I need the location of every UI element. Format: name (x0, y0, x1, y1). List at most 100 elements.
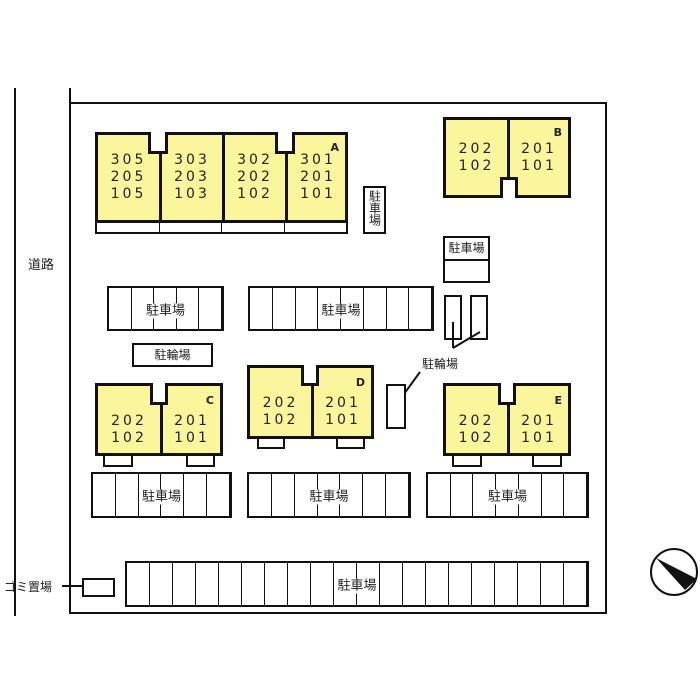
parking-slot[interactable] (428, 474, 451, 516)
bicycle-rack[interactable] (470, 295, 488, 340)
wall (507, 386, 510, 453)
parking-slot[interactable] (296, 288, 319, 329)
garbage-label: ゴミ置場 (4, 580, 53, 594)
parking-slot[interactable] (184, 474, 208, 516)
wall (311, 368, 314, 436)
parking-slot[interactable] (518, 563, 541, 605)
parking-slot[interactable] (219, 563, 242, 605)
building-name: E (554, 394, 562, 407)
bicycle-parking-box[interactable]: 駐輪場 (132, 343, 213, 367)
parking-label: 駐車場 (143, 303, 187, 318)
parking-slot[interactable] (249, 474, 272, 516)
parking-slot[interactable] (273, 288, 296, 329)
parking-slot[interactable] (161, 474, 185, 516)
entrance-notch (275, 132, 295, 154)
parking-slot[interactable] (272, 474, 295, 516)
parking-slot[interactable] (311, 563, 334, 605)
parking-slot[interactable] (409, 288, 432, 329)
parking-slot[interactable] (541, 563, 564, 605)
parking-slot[interactable] (564, 563, 587, 605)
garbage-area[interactable] (82, 578, 115, 597)
parking-slot[interactable] (387, 288, 410, 329)
wall (159, 135, 162, 220)
parking-slot[interactable] (357, 563, 380, 605)
parking-slot[interactable] (207, 474, 230, 516)
parking-label: 駐車場 (319, 303, 363, 318)
parking-slot[interactable] (364, 288, 387, 329)
porch (103, 454, 133, 467)
entrance-notch (148, 132, 168, 154)
parking-slot[interactable] (386, 474, 410, 516)
wall (285, 135, 288, 220)
parking-lot-d[interactable]: 駐車場 (247, 472, 411, 518)
parking-slot[interactable] (472, 563, 495, 605)
road-label: 道路 (28, 258, 55, 273)
parking-lot-e[interactable]: 駐車場 (426, 472, 589, 518)
building-name: B (553, 126, 562, 139)
parking-slot[interactable] (109, 288, 132, 329)
parking-slot[interactable] (116, 474, 139, 516)
wall (507, 120, 510, 195)
parking-slot[interactable] (380, 563, 403, 605)
bicycle-rack[interactable] (386, 384, 406, 429)
parking-slot[interactable] (564, 474, 588, 516)
parking-slot[interactable] (250, 288, 273, 329)
parking-slot[interactable] (363, 474, 387, 516)
building-a-balcony (95, 221, 348, 234)
parking-slot[interactable] (542, 474, 565, 516)
parking-slot[interactable] (173, 563, 196, 605)
wall (160, 386, 163, 453)
parking-lot-c[interactable]: 駐車場 (91, 472, 232, 518)
building-name: D (355, 376, 365, 389)
parking-slot[interactable] (449, 563, 472, 605)
parking-slot[interactable] (265, 563, 288, 605)
parking-slot[interactable] (426, 563, 449, 605)
parking-slot[interactable] (340, 474, 364, 516)
parking-label: 駐車場 (367, 190, 382, 226)
parking-lot-upper-left[interactable]: 駐車場 (107, 286, 224, 331)
parking-slot[interactable] (341, 288, 364, 329)
parking-slot[interactable] (150, 563, 173, 605)
parking-lot-bottom[interactable]: 駐車場 (125, 561, 589, 607)
parking-slot[interactable] (93, 474, 116, 516)
parking-box[interactable]: 駐車場 (443, 236, 490, 283)
parking-slot[interactable] (519, 474, 542, 516)
bicycle-label: 駐輪場 (422, 357, 459, 371)
parking-slot[interactable] (242, 563, 265, 605)
parking-vertical[interactable]: 駐車場 (363, 186, 386, 234)
parking-slot[interactable] (288, 563, 311, 605)
parking-slot[interactable] (451, 474, 474, 516)
compass-north-arrow-icon (650, 548, 698, 596)
parking-slot[interactable] (177, 288, 200, 329)
parking-slot[interactable] (196, 563, 219, 605)
parking-slot[interactable] (127, 563, 150, 605)
parking-slot[interactable] (199, 288, 222, 329)
entrance-notch (500, 177, 518, 198)
parking-label: 駐車場 (307, 489, 351, 505)
porch (452, 454, 482, 467)
parking-lot-upper-center[interactable]: 駐車場 (248, 286, 434, 331)
entrance-notch (498, 383, 516, 405)
parking-slot[interactable] (403, 563, 426, 605)
property-boundary (69, 102, 607, 614)
parking-slot[interactable] (495, 563, 518, 605)
boundary-extension (69, 88, 71, 104)
